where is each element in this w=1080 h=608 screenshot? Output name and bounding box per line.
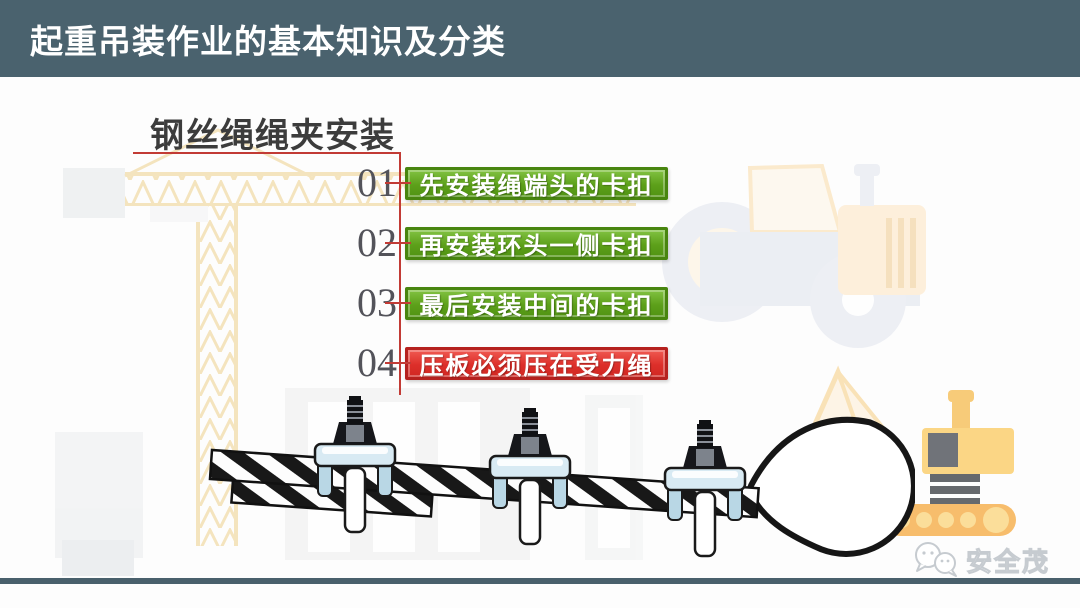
step-label: 先安装绳端头的卡扣 — [419, 172, 654, 200]
page-title: 起重吊装作业的基本知识及分类 — [30, 22, 506, 60]
connector-tick — [385, 302, 411, 304]
step-item-1: 01 先安装绳端头的卡扣 — [337, 163, 668, 203]
slide-header: 起重吊装作业的基本知识及分类 — [0, 0, 1080, 77]
section-underline — [133, 152, 401, 154]
wire-rope-illustration — [208, 394, 915, 558]
section-title: 钢丝绳绳夹安装 — [150, 117, 395, 155]
step-ribbon: 再安装环头一侧卡扣 — [405, 226, 668, 260]
step-item-4: 04 压板必须压在受力绳 — [337, 343, 668, 383]
step-label: 最后安装中间的卡扣 — [419, 292, 654, 320]
connector-tick — [385, 182, 411, 184]
watermark-logo: 安全茂 — [912, 540, 1050, 580]
step-item-3: 03 最后安装中间的卡扣 — [337, 283, 668, 323]
rope-eye-loop — [747, 416, 915, 557]
watermark-text: 安全茂 — [965, 546, 1051, 577]
connector-tick — [385, 362, 411, 364]
road-roller-icon — [662, 163, 926, 348]
steps-list: 01 先安装绳端头的卡扣 02 再安装环头一侧卡扣 03 最后安装中间的卡扣 0… — [337, 163, 668, 383]
connector-vertical-line — [399, 152, 401, 395]
step-item-2: 02 再安装环头一侧卡扣 — [337, 223, 668, 263]
step-ribbon: 先安装绳端头的卡扣 — [405, 166, 668, 200]
footer-bar — [0, 578, 1080, 584]
step-ribbon: 最后安装中间的卡扣 — [405, 286, 668, 320]
step-label: 再安装环头一侧卡扣 — [419, 232, 654, 260]
step-label: 压板必须压在受力绳 — [419, 352, 654, 380]
step-ribbon: 压板必须压在受力绳 — [405, 346, 668, 380]
chat-bubbles-icon — [915, 542, 957, 577]
connector-tick — [385, 242, 411, 244]
